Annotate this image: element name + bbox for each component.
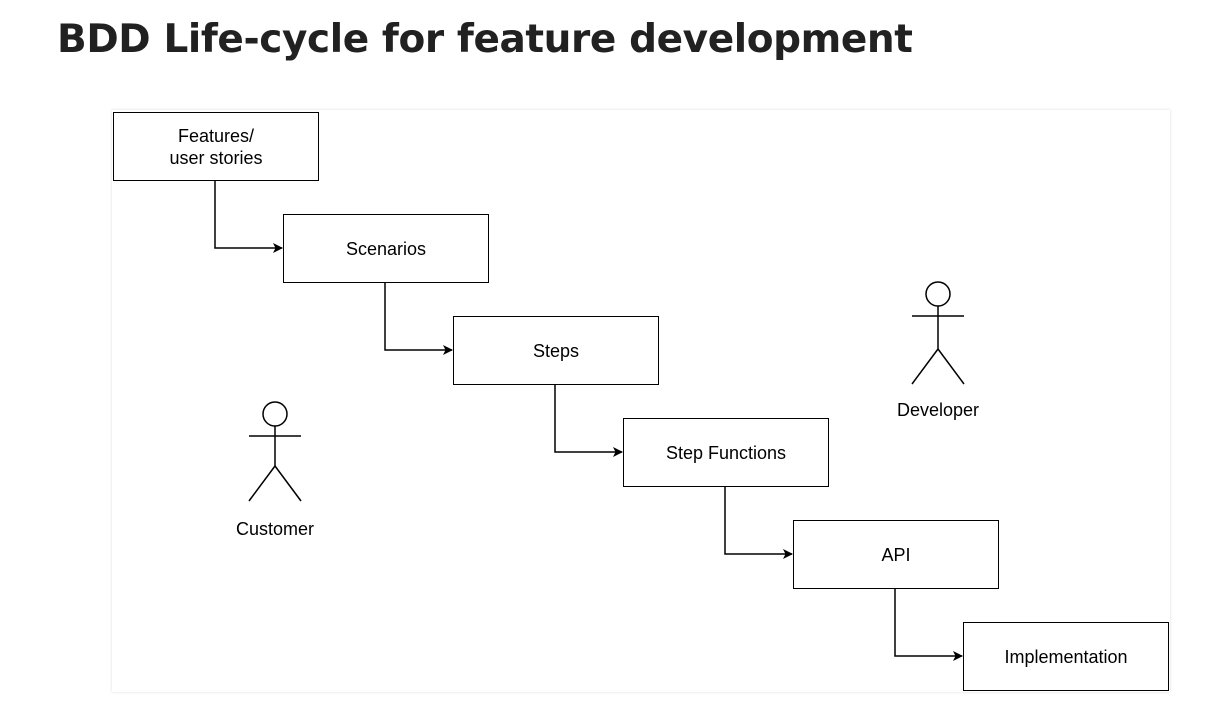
connector-step-functions-to-api	[724, 486, 793, 559]
diagram-svg	[214, 180, 965, 661]
step-label-api: API	[881, 544, 911, 565]
step-label-features: Features/ user stories	[169, 125, 263, 168]
step-label-scenarios: Scenarios	[345, 238, 427, 259]
developer-label: Developer	[896, 400, 980, 420]
step-label-implementation: Implementation	[1004, 646, 1128, 667]
customer-label: Customer	[235, 519, 315, 539]
diagram-canvas: Features/ user stories Scenarios Steps S…	[112, 110, 1170, 692]
step-box-steps: Steps	[453, 316, 659, 385]
step-box-step-functions: Step Functions	[623, 418, 829, 487]
connector-api-to-implementation	[894, 588, 963, 661]
step-box-scenarios: Scenarios	[283, 214, 489, 283]
step-label-steps: Steps	[532, 340, 580, 361]
page-title: BDD Life-cycle for feature development	[57, 17, 913, 62]
step-box-implementation: Implementation	[963, 622, 1169, 691]
customer-actor-icon	[248, 401, 302, 502]
step-box-api: API	[793, 520, 999, 589]
step-box-features: Features/ user stories	[113, 112, 319, 181]
connector-features-to-scenarios	[214, 180, 283, 253]
step-label-step-functions: Step Functions	[665, 442, 787, 463]
connector-steps-to-step-functions	[554, 384, 623, 457]
connector-scenarios-to-steps	[384, 282, 453, 355]
developer-actor-icon	[911, 281, 965, 385]
